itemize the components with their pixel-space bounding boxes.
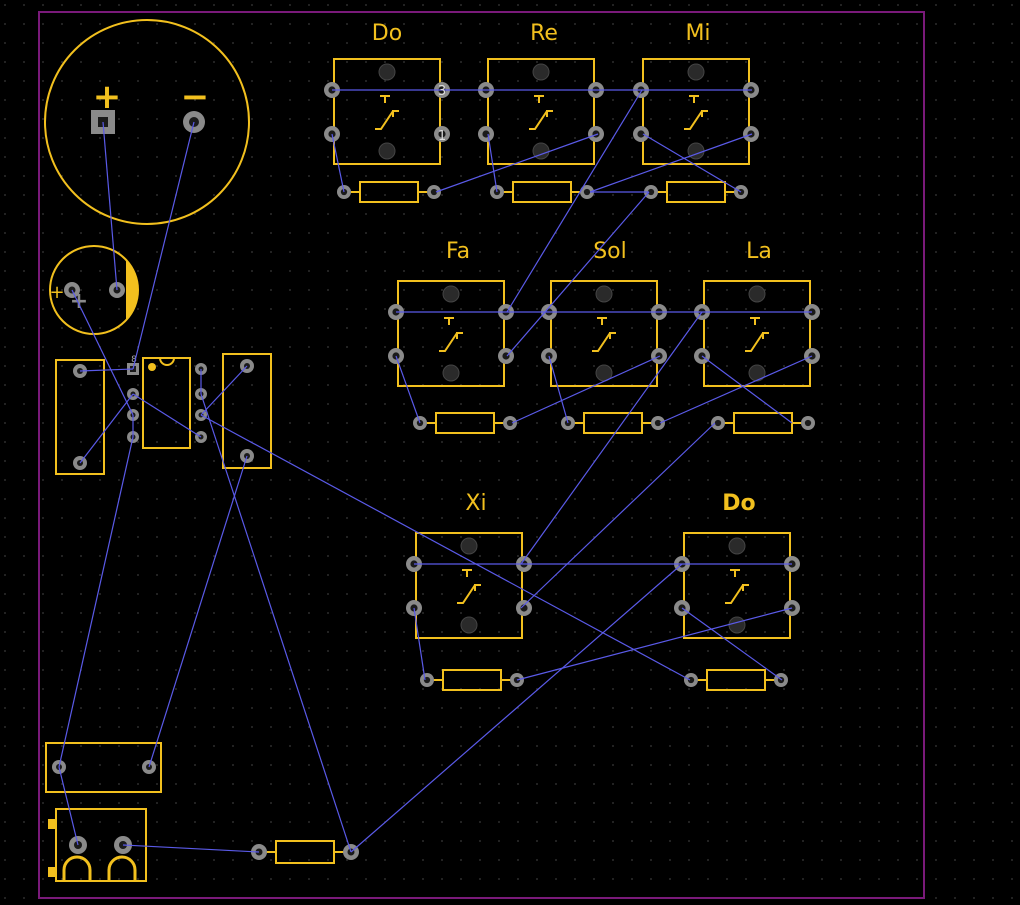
ratsnest-line [71, 289, 134, 416]
ratsnest-line [589, 133, 753, 193]
button-resistor-5[interactable] [711, 412, 815, 434]
ratsnest-line [520, 311, 703, 565]
pushbutton-1[interactable]: Re [478, 21, 604, 165]
ratsnest-line [331, 133, 345, 193]
ratsnest-line [642, 133, 742, 193]
ratsnest-line [132, 121, 195, 370]
button-label: Do [372, 21, 402, 46]
ratsnest-line [435, 133, 599, 193]
ratsnest-line [58, 436, 134, 768]
pushbutton-4[interactable]: Sol [541, 239, 667, 387]
ratsnest-line [79, 368, 134, 372]
ratsnest-line [79, 393, 134, 464]
button-label: Mi [685, 21, 710, 46]
ratsnest-line [413, 607, 426, 681]
button-label: Sol [593, 239, 627, 264]
button-resistor-7[interactable] [684, 669, 788, 691]
ic-pin-label: 8 [131, 355, 137, 365]
ratsnest-layer [58, 89, 813, 853]
button-label: Xi [465, 491, 486, 516]
ratsnest-line [132, 393, 202, 438]
ratsnest-line [681, 607, 783, 681]
battery-minus-label: − [181, 77, 210, 117]
ratsnest-line [102, 121, 118, 291]
button-do-pin-b-label: 1 [438, 129, 446, 144]
pushbutton-6[interactable]: Xi [406, 491, 532, 639]
button-label: Do [722, 491, 755, 516]
ratsnest-line [520, 422, 716, 609]
button-resistor-3[interactable] [413, 412, 517, 434]
ratsnest-line [548, 355, 569, 424]
capacitor-plus-label: + [49, 282, 64, 303]
button-label: Fa [446, 239, 470, 264]
ratsnest-line [122, 844, 260, 853]
button-label: La [746, 239, 772, 264]
ratsnest-line [148, 455, 248, 768]
board-edge [38, 11, 925, 899]
ratsnest-line [659, 355, 813, 424]
ratsnest-line [200, 365, 248, 416]
ratsnest-line [58, 766, 79, 846]
ratsnest-line [487, 133, 498, 193]
ratsnest-line [511, 355, 661, 424]
bottom-left-component[interactable] [45, 742, 162, 793]
ratsnest-line [395, 355, 421, 424]
ratsnest-line [200, 414, 691, 681]
button-label: Re [530, 21, 558, 46]
ratsnest-line [350, 563, 683, 853]
ratsnest-line [516, 607, 793, 681]
button-do-pin-a-label: 3 [438, 84, 446, 99]
ratsnest-line [506, 191, 650, 357]
button-resistor-0[interactable] [337, 181, 441, 203]
ratsnest-line [701, 355, 793, 424]
ratsnest-line [200, 393, 352, 853]
ratsnest-line [506, 89, 643, 313]
